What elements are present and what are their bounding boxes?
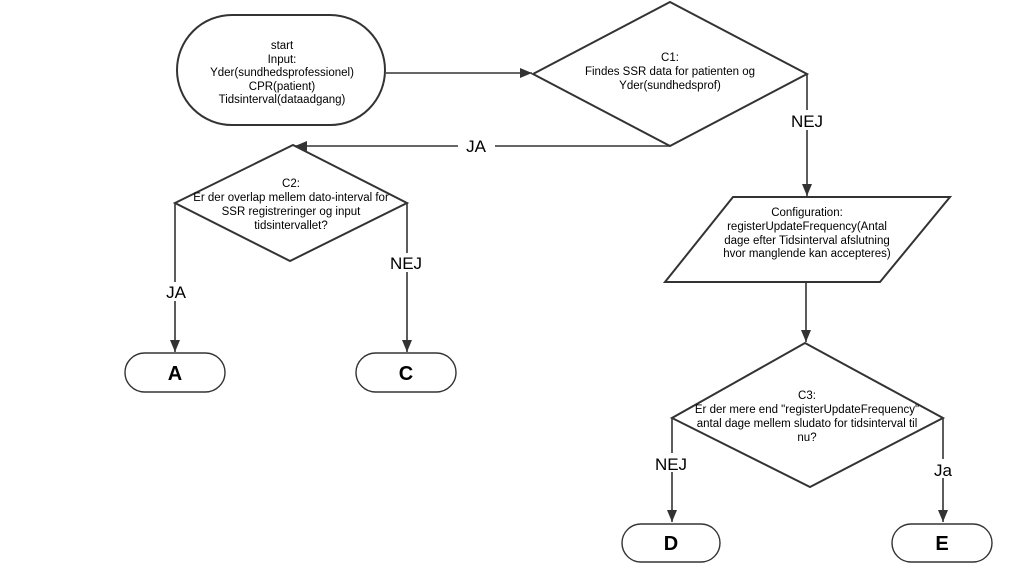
edge-label-ja-text: JA: [166, 283, 187, 302]
edge-label-ja-text: Ja: [934, 461, 953, 480]
decision-c3-line: C3:: [798, 390, 816, 402]
edge-label-c2-c: NEJ: [384, 253, 429, 273]
decision-node-c1: C1: Findes SSR data for patienten og Yde…: [530, 0, 810, 148]
terminal-c-label: C: [399, 363, 413, 385]
edge-label-c3-d: NEJ: [649, 453, 694, 474]
terminal-a-label: A: [168, 363, 182, 385]
config-node-line: Configuration:: [771, 207, 843, 219]
start-node-line: CPR(patient): [249, 81, 316, 93]
start-node: start Input: Yder(sundhedsprofessionel) …: [176, 14, 386, 126]
terminal-node-d: D: [621, 523, 721, 563]
config-node-line: hvor manglende kan accepteres): [723, 248, 891, 260]
start-node-line: Yder(sundhedsprofessionel): [210, 67, 354, 79]
decision-c1-line: Yder(sundhedsprof): [619, 80, 721, 92]
terminal-e-label: E: [935, 533, 948, 555]
edge-label-c3-e: Ja: [929, 459, 958, 480]
terminal-d-label: D: [664, 533, 678, 555]
decision-c1-line: Findes SSR data for patienten og: [585, 66, 755, 78]
start-node-line: Input:: [268, 54, 297, 66]
decision-c2-line: SSR registreringer og input: [222, 206, 362, 218]
decision-c1-line: C1:: [661, 52, 679, 64]
edge-label-nej-text: NEJ: [791, 112, 823, 131]
edge-label-c2-a: JA: [157, 282, 194, 302]
edge-label-c1-c2: JA: [458, 137, 495, 156]
start-node-line: start: [271, 40, 294, 52]
decision-c2-line: Er der overlap mellem dato-interval for: [193, 192, 389, 204]
start-node-line: Tidsinterval(dataadgang): [219, 94, 346, 106]
edge-label-nej-text: NEJ: [390, 254, 422, 273]
edge-label-ja-text: JA: [466, 137, 487, 156]
terminal-node-e: E: [891, 523, 993, 563]
decision-node-c3: C3: Er der mere end "registerUpdateFrequ…: [669, 341, 946, 489]
config-node-line: registerUpdateFrequency(Antal: [727, 221, 887, 233]
decision-node-c2: C2: Er der overlap mellem dato-interval …: [172, 143, 410, 263]
terminal-node-c: C: [355, 352, 457, 393]
config-node-line: dage efter Tidsinterval afslutning: [724, 235, 890, 247]
decision-c2-line: tidsintervallet?: [254, 220, 328, 232]
edge-label-c1-config: NEJ: [785, 110, 829, 131]
config-parallelogram-node: Configuration: registerUpdateFrequency(A…: [662, 196, 953, 283]
decision-c2-line: C2:: [282, 178, 300, 190]
decision-c3-line: nu?: [797, 432, 816, 444]
edge-label-nej-text: NEJ: [655, 455, 687, 474]
decision-c3-line: Er der mere end "registerUpdateFrequency…: [695, 404, 919, 416]
decision-c3-line: antal dage mellem sludato for tidsinterv…: [697, 418, 918, 430]
terminal-node-a: A: [124, 352, 226, 393]
